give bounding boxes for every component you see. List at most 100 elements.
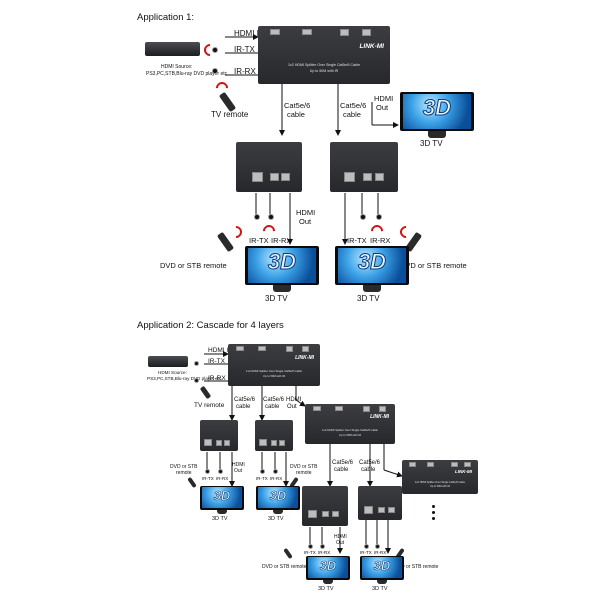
rx1-remote-label: DVD or STB remote bbox=[160, 261, 227, 270]
rj45-port bbox=[286, 346, 293, 352]
tv-remote-label: TV remote bbox=[194, 402, 225, 409]
ir-tx-emitter-icon bbox=[364, 544, 369, 549]
rj45-port bbox=[252, 172, 263, 182]
l1-cable-b-line2: cable bbox=[265, 404, 280, 410]
source-label-line1: HDMI Source: bbox=[161, 64, 193, 70]
hdmi-splitter-transmitter: LINK-MI 1x2 HDMI Splitter Over Single Ca… bbox=[258, 26, 390, 84]
hdmi-port bbox=[409, 462, 416, 467]
source-label-line2: PS3,PC,STB,Blu-ray DVD player etc bbox=[147, 376, 222, 381]
ir-port bbox=[281, 173, 290, 181]
source-label-line1: HDMI Source: bbox=[158, 370, 187, 375]
rx1-ir-tx-label: IR-TX bbox=[249, 236, 269, 245]
rx1-hdmi-out-line2: Out bbox=[299, 217, 312, 226]
l1-hdmi-out-line1: HDMI bbox=[286, 397, 302, 403]
cable-label-a-line2: cable bbox=[287, 110, 305, 119]
device-caption-line1: 1x2 HDMI Splitter Over Single Cat5e/6 Ca… bbox=[322, 428, 378, 432]
device-caption-line2: Up to 50M with IR bbox=[309, 69, 339, 73]
brand-logo: LINK-MI bbox=[295, 355, 314, 361]
rx-b-remote-line2: remote bbox=[296, 470, 312, 476]
rx-d-ir-tx-label: IR-TX bbox=[360, 550, 372, 555]
tv-3d-logo: 3D bbox=[267, 249, 297, 275]
ir-port bbox=[279, 440, 285, 446]
ir-port bbox=[322, 511, 329, 517]
ir-rx-receiver-icon bbox=[320, 544, 325, 549]
hdmi-port bbox=[427, 462, 434, 467]
rx1-tv-label: 3D TV bbox=[265, 294, 288, 303]
tv-3d-logo: 3D bbox=[357, 249, 387, 275]
brand-logo: LINK-MI bbox=[455, 469, 472, 474]
device-caption-line2: Up to 50M with IR bbox=[262, 374, 286, 378]
rx1-hdmi-out-line1: HDMI bbox=[296, 208, 316, 217]
hdmi-port bbox=[335, 406, 343, 411]
rx-c-tv-label: 3D TV bbox=[318, 586, 334, 592]
3d-tv: 3D bbox=[400, 92, 474, 138]
ir-tx-label: IR-TX bbox=[234, 45, 255, 54]
l2-cable-b-line1: Cat5e/6 bbox=[359, 460, 381, 466]
hdmi-in-label: HDMI In bbox=[208, 347, 232, 354]
l2-cable-a-line2: cable bbox=[334, 467, 349, 473]
tv-label: 3D TV bbox=[420, 139, 443, 148]
l1-cable-b-line1: Cat5e/6 bbox=[263, 397, 285, 403]
l2-cable-a-line1: Cat5e/6 bbox=[332, 460, 354, 466]
hdmi-splitter-layer-3: LINK-MI 1x2 HDMI Splitter Over Single Ca… bbox=[402, 460, 478, 494]
3d-tv: 3D bbox=[335, 246, 409, 292]
ir-port bbox=[375, 173, 384, 181]
rx-b-remote-line1: DVD or STB bbox=[290, 464, 318, 470]
rj45-port bbox=[308, 510, 317, 518]
rx2-ir-rx-label: IR-RX bbox=[370, 236, 391, 245]
rj45-port bbox=[302, 346, 309, 352]
ir-tx-label: IR-TX bbox=[208, 358, 225, 365]
rj45-port bbox=[364, 506, 373, 514]
rj45-port bbox=[451, 462, 458, 467]
rx-a-remote-line2: remote bbox=[176, 470, 192, 476]
ir-port bbox=[378, 507, 385, 513]
hdmi-in-label: HDMI In bbox=[234, 29, 264, 38]
hdmi-splitter-layer-1: LINK-MI 1x2 HDMI Splitter Over Single Ca… bbox=[228, 344, 320, 386]
ir-rx-receiver-icon bbox=[273, 469, 278, 474]
receiver-2 bbox=[330, 142, 398, 192]
ir-tx-emitter-icon bbox=[360, 214, 366, 220]
hdmi-source-player bbox=[148, 356, 188, 367]
hdmi-port bbox=[270, 29, 280, 35]
rx1-ir-rx-label: IR-RX bbox=[271, 236, 292, 245]
receiver-1 bbox=[236, 142, 302, 192]
ir-rx-receiver-icon bbox=[376, 214, 382, 220]
3d-tv: 3D bbox=[306, 556, 350, 584]
receiver-a bbox=[200, 420, 238, 451]
rx-a-hdmi-out-line2: Out bbox=[234, 468, 243, 474]
hdmi-out-label-line2: Out bbox=[376, 103, 389, 112]
tv-3d-logo: 3D bbox=[269, 487, 287, 504]
brand-logo: LINK-MI bbox=[359, 43, 384, 50]
hdmi-port bbox=[236, 346, 244, 351]
rx-c-hdmi-out-line2: Out bbox=[336, 540, 345, 546]
device-caption-line1: 1x2 HDMI Splitter Over Single Cat5e/6 Ca… bbox=[288, 63, 360, 67]
ir-tx-emitter-icon bbox=[308, 544, 313, 549]
hdmi-splitter-layer-2: LINK-MI 1x2 HDMI Splitter Over Single Ca… bbox=[305, 404, 395, 444]
rj45-port bbox=[259, 439, 267, 446]
ir-port bbox=[388, 507, 395, 513]
ir-rx-label: IR-RX bbox=[234, 67, 256, 76]
hdmi-port bbox=[313, 406, 321, 411]
ir-tx-emitter-icon bbox=[205, 469, 210, 474]
hdmi-out-label-line1: HDMI bbox=[374, 94, 394, 103]
ir-port bbox=[270, 173, 279, 181]
ir-port bbox=[224, 440, 230, 446]
l1-cable-a-line1: Cat5e/6 bbox=[234, 397, 256, 403]
continuation-ellipsis-icon bbox=[432, 505, 435, 523]
ir-rx-receiver-icon bbox=[375, 544, 380, 549]
rx-a-tv-label: 3D TV bbox=[212, 516, 228, 522]
receiver-b bbox=[255, 420, 293, 451]
tv-remote-label: TV remote bbox=[211, 110, 249, 119]
tv-3d-logo: 3D bbox=[213, 487, 231, 504]
rj45-port bbox=[340, 29, 349, 36]
ir-rx-receiver-icon bbox=[212, 68, 218, 74]
ir-port bbox=[271, 440, 277, 446]
rx-a-ir-tx-label: IR-TX bbox=[202, 476, 214, 481]
tv-3d-logo: 3D bbox=[319, 557, 337, 574]
rj45-port bbox=[464, 462, 471, 467]
rx-d-ir-rx-label: IR-RX bbox=[374, 550, 387, 555]
ir-port bbox=[363, 173, 372, 181]
source-label-line2: PS3,PC,STB,Blu-ray DVD player etc bbox=[146, 71, 228, 77]
rj45-port bbox=[362, 29, 371, 36]
l2-cable-b-line2: cable bbox=[361, 467, 376, 473]
